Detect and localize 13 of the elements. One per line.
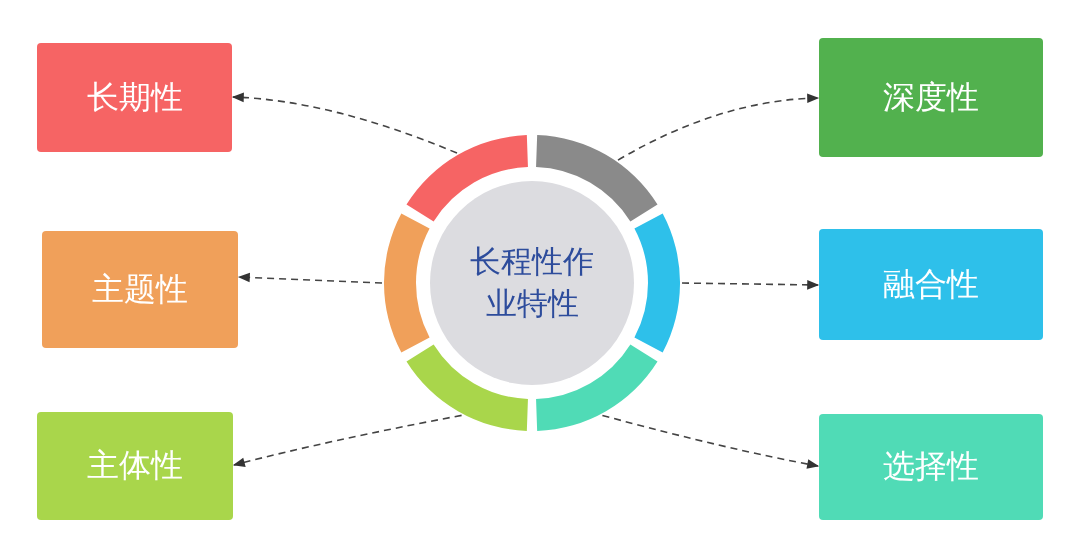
dashed-arrow — [681, 280, 820, 290]
trait-box: 主题性 — [42, 231, 238, 348]
center-circle: 长程性作业特性 — [430, 181, 634, 385]
trait-box: 深度性 — [819, 38, 1043, 157]
trait-box: 长期性 — [37, 43, 232, 152]
dashed-arrow — [232, 414, 463, 467]
trait-box: 主体性 — [37, 412, 233, 520]
trait-box: 融合性 — [819, 229, 1043, 340]
dashed-arrow — [237, 272, 383, 284]
dashed-arrow — [231, 92, 458, 154]
trait-box: 选择性 — [819, 414, 1043, 520]
dashed-arrow — [617, 93, 820, 161]
dashed-arrow — [601, 414, 820, 469]
